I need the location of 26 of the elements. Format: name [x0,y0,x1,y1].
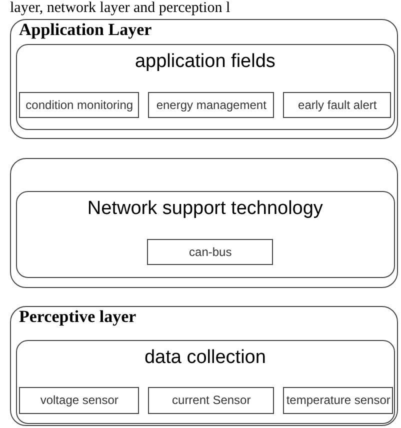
item-box [283,387,394,414]
cut-off-heading: layer, network layer and perception l [10,0,230,17]
group-box [16,190,395,278]
item-label: early fault alert [297,98,378,112]
layer-title: Application Layer [19,20,152,40]
item-box [283,92,392,118]
item-label: voltage sensor [39,393,120,408]
layer-title: Perceptive layer [19,307,136,327]
item-box [19,387,140,414]
layer-panel [10,306,398,426]
item-box [147,239,274,266]
group-box [16,44,395,130]
item-box [19,92,140,118]
layer-panel [10,19,398,139]
item-label: condition monitoring [24,98,134,112]
item-box [148,92,274,118]
item-label: can-bus [188,245,233,260]
item-label: current Sensor [171,393,252,408]
item-label: temperature sensor [285,393,392,408]
group-title: data collection [143,346,267,369]
empty-layer-panel [10,158,398,288]
group-title: Network support technology [86,198,324,220]
item-label: energy management [155,98,268,112]
item-box [148,387,274,414]
group-box [16,340,395,424]
group-title: application fields [134,50,276,73]
